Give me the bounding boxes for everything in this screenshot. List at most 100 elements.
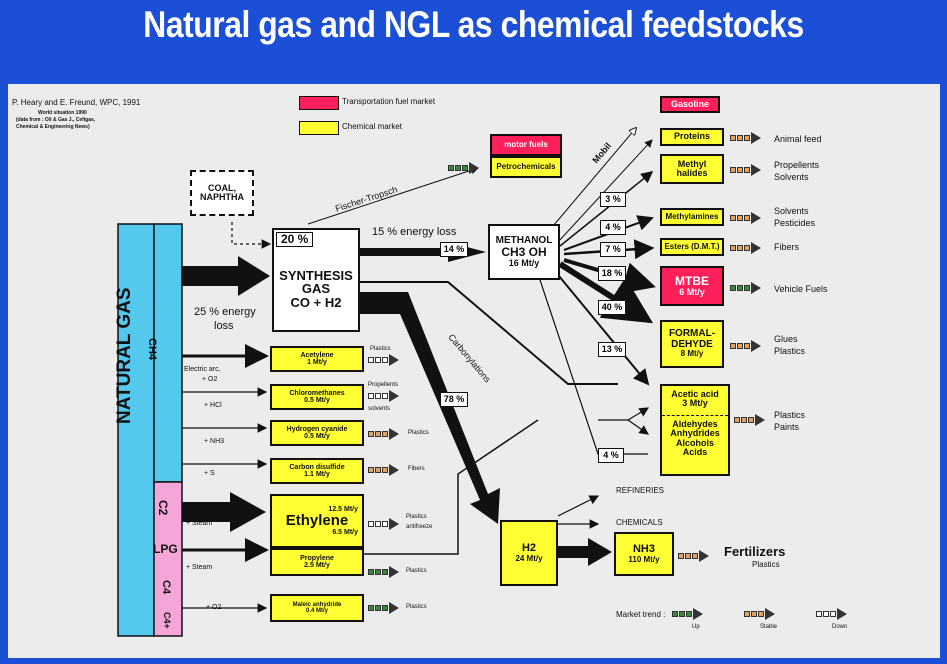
synthesis-line3: CO + H2 — [290, 294, 342, 310]
aldehydes-label: Aldehydes — [672, 418, 718, 429]
formal-label: FORMAL- — [668, 328, 716, 340]
maleic-label: Maleic anhydride — [292, 601, 342, 608]
trend-stable-icon — [744, 608, 775, 620]
acetylene-box: Acetylene 1 Mt/y — [270, 346, 364, 372]
cs2-use: Fibers — [408, 466, 425, 472]
c2-label: C2 — [156, 500, 170, 516]
pct-4: 4 % — [600, 220, 626, 235]
legend-transport: Transportation fuel market — [342, 97, 436, 106]
use-propellents: Propellents — [774, 160, 820, 170]
pct-14: 14 % — [440, 242, 468, 257]
source-data-2: Chemical & Engineering News) — [16, 124, 90, 130]
formaldehyde-box: FORMAL- DEHYDE 8 Mt/y — [660, 320, 724, 368]
acetic-trend-icon — [734, 414, 765, 426]
maleic-value: 0.4 Mt/y — [305, 608, 328, 614]
use-plastics-2: Plastics — [774, 410, 806, 420]
energy-loss-25b: loss — [214, 320, 234, 332]
cs2-label: Carbon disulfide — [289, 463, 345, 471]
methanol-value: 16 Mt/y — [508, 257, 540, 268]
proteins-label: Proteins — [673, 131, 710, 142]
propylene-use: Plastics — [406, 568, 427, 574]
energy-loss-15: 15 % energy loss — [372, 226, 457, 238]
synthesis-line1: SYNTHESIS — [279, 267, 353, 283]
nh3-trend-icon — [678, 550, 709, 562]
use-vehicle-fuels: Vehicle Fuels — [774, 284, 828, 294]
chemicals-label: CHEMICALS — [616, 518, 663, 527]
chloromethanes-box: Chloromethanes 0.5 Mt/y — [270, 384, 364, 410]
acetylene-value: 1 Mt/y — [307, 359, 327, 366]
source-data: (data from : Oil & Gas J., Cefigas, — [16, 117, 96, 123]
proteins-box: Proteins — [660, 128, 724, 146]
ethylene-label: Ethylene — [285, 512, 349, 530]
ethylene-use-antifreeze: antifreeze — [406, 524, 433, 530]
natural-gas-label: NATURAL GAS — [114, 287, 135, 424]
legend-chemical-swatch — [299, 121, 339, 135]
nh3-label: NH3 — [632, 543, 655, 556]
h2-label: H2 — [521, 542, 537, 555]
synthesis-pct: 20 % — [276, 232, 314, 247]
motor-fuels-label: motor fuels — [504, 139, 548, 149]
maleic-anhydride-box: Maleic anhydride 0.4 Mt/y — [270, 594, 364, 622]
anhydrides-label: Anhydrides — [670, 428, 720, 439]
acetylene-use: Plastics — [370, 346, 391, 352]
maleic-trend-icon — [368, 602, 399, 614]
reaction-steam: + Steam — [186, 520, 213, 527]
acetic-divider — [662, 414, 728, 416]
naphtha-label: NAPHTHA — [200, 192, 244, 202]
propylene-trend-icon — [368, 566, 399, 578]
propylene-box: Propylene 2.5 Mt/y — [270, 548, 364, 576]
use-glues: Glues — [774, 334, 798, 344]
reaction-hcl: + HCl — [204, 402, 222, 409]
mtbe-label: MTBE — [675, 273, 709, 288]
reaction-o2-2: + O2 — [206, 604, 222, 611]
reaction-electric-arc: Electric arc, — [184, 366, 221, 373]
dehyde-label: DEHYDE — [671, 338, 713, 350]
c4-label: C4 — [160, 580, 172, 595]
acetic-label: Acetic acid — [671, 389, 719, 399]
chloro-use-solvents: solvents — [368, 406, 391, 412]
formaldehyde-trend-icon — [730, 340, 761, 352]
reaction-nh3: + NH3 — [204, 438, 225, 445]
source-credit: P. Heary and E. Freund, WPC, 1991 — [12, 98, 141, 107]
c4plus-label: C4+ — [162, 612, 172, 629]
fischer-trend-up-icon — [448, 162, 479, 174]
methanol-box: METHANOL CH3 OH 16 Mt/y — [488, 224, 560, 280]
reaction-s: + S — [204, 470, 215, 477]
use-fibers: Fibers — [774, 242, 800, 252]
use-paints: Paints — [774, 422, 800, 432]
page-title: Natural gas and NGL as chemical feedstoc… — [143, 4, 804, 45]
cs2-value: 1.1 Mt/y — [304, 471, 330, 478]
petrochemicals-box: Petrochemicals — [490, 156, 562, 178]
methyl-halides-trend-icon — [730, 164, 761, 176]
trend-up-label: Up — [692, 624, 700, 630]
ethylene-box: 12.5 Mt/y Ethylene 6.5 Mt/y — [270, 494, 364, 548]
pct-4b: 4 % — [598, 448, 624, 463]
use-pesticides: Pesticides — [774, 218, 816, 228]
trend-up-icon — [672, 608, 703, 620]
chloromethanes-trend-icon — [368, 390, 399, 402]
energy-loss-25: 25 % energy — [194, 306, 256, 318]
h2-box: H2 24 Mt/y — [500, 520, 558, 586]
pct-18: 18 % — [598, 266, 626, 281]
methylamines-trend-icon — [730, 212, 761, 224]
methylamines-box: Methylamines — [660, 208, 724, 226]
propylene-value: 2.5 Mt/y — [304, 562, 330, 569]
nh3-box: NH3 110 Mt/y — [614, 532, 674, 576]
acids-label: Acids — [682, 447, 708, 458]
methanol-formula: CH3 OH — [501, 245, 547, 260]
propylene-label: Propylene — [300, 554, 334, 562]
refineries-label: REFINERIES — [616, 486, 665, 495]
nh3-value: 110 Mt/y — [628, 554, 660, 564]
gasoline-label: Gasoline — [670, 98, 709, 109]
legend-chemical: Chemical market — [342, 122, 403, 131]
hcn-value: 0.5 Mt/y — [304, 433, 330, 440]
methyl-halides-box: Methyl halides — [660, 154, 724, 184]
methanol-label: METHANOL — [495, 234, 553, 246]
synthesis-gas-box: 20 % SYNTHESIS GAS CO + H2 — [272, 228, 360, 332]
petrochemicals-label: Petrochemicals — [496, 161, 556, 171]
acetylene-trend-icon — [368, 354, 399, 366]
carbon-disulfide-box: Carbon disulfide 1.1 Mt/y — [270, 458, 364, 484]
pct-3: 3 % — [600, 192, 626, 207]
mtbe-trend-icon — [730, 282, 761, 294]
acetic-value: 3 Mt/y — [682, 398, 708, 409]
